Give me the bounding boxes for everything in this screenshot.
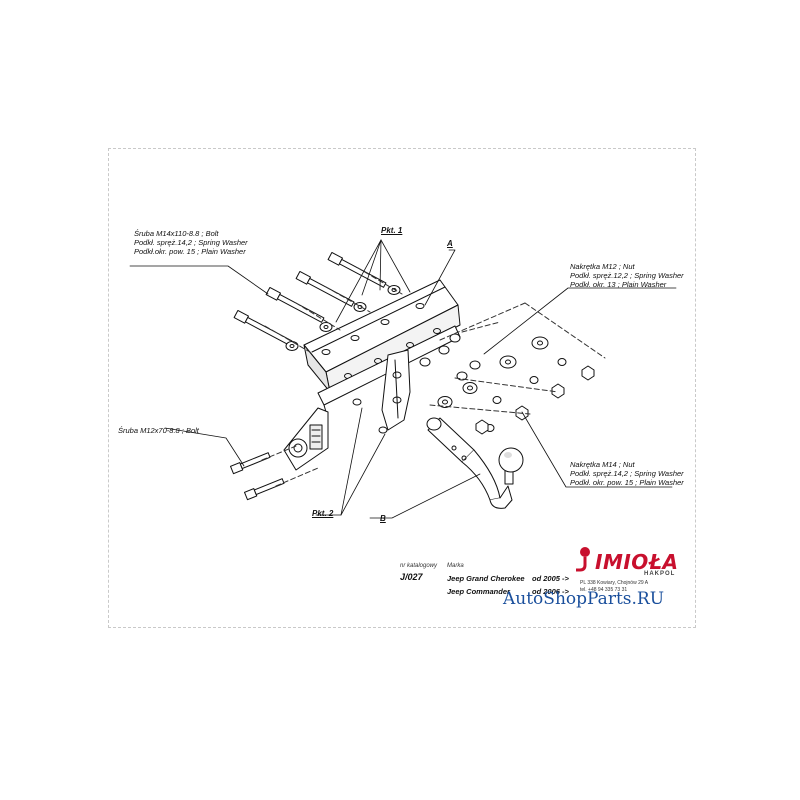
model-2: Jeep Commander (447, 587, 510, 596)
brand-logo: IMIOŁA (595, 550, 679, 574)
callout-bolt-m12: Śruba M12x70-8.8 ; Bolt (118, 426, 199, 435)
bracket-a (303, 279, 461, 393)
callout-nut-m12-line3: Podkł. okr. 13 ; Plain Washer (570, 280, 667, 289)
callout-nut-m12-line1: Nakrętka M12 ; Nut (570, 262, 635, 271)
callout-nut-m14-line2: Podkł. spręż.14,2 ; Spring Washer (570, 469, 684, 478)
washers-pkt2 (352, 398, 388, 434)
tag-a: A (447, 239, 453, 248)
tag-pkt2: Pkt. 2 (312, 509, 334, 518)
hitch-logo-icon (576, 547, 590, 572)
callout-nut-m14: Nakrętka M14 ; Nut Podkł. spręż.14,2 ; S… (570, 460, 684, 487)
model-1-from: od 2005 -> (532, 574, 569, 583)
model-1: Jeep Grand Cherokee (447, 574, 525, 583)
callout-bolt-m14-line3: Podkł.okr. pow. 15 ; Plain Washer (134, 247, 246, 256)
assembly-dashed-lines (261, 267, 606, 487)
support-plate (381, 349, 411, 431)
callout-bolt-m14: Śruba M14x110-8.8 ; Bolt Podkł. spręż.14… (134, 229, 248, 256)
brand-address: PL 338 Kowiary, Chojnów 29 A (580, 580, 649, 586)
catalog-number: J/027 (400, 572, 423, 582)
leader-lines (129, 239, 677, 519)
callout-nut-m12: Nakrętka M12 ; Nut Podkł. spręż.12,2 ; S… (570, 262, 684, 289)
callout-nut-m12-line2: Podkł. spręż.12,2 ; Spring Washer (570, 271, 684, 280)
drawing-sheet-border (108, 148, 696, 628)
catalog-number-label: nr katalogowy (400, 563, 438, 569)
watermark: AutoShopParts.RU (503, 589, 665, 609)
bolts-m12 (230, 452, 285, 501)
brand-phone: tel. +48 94 335 73 31 (580, 587, 628, 593)
nuts-m14 (437, 382, 529, 435)
callout-bolt-m14-line2: Podkł. spręż.14,2 ; Spring Washer (134, 238, 248, 247)
callout-bolt-m14-line1: Śruba M14x110-8.8 ; Bolt (134, 229, 219, 238)
callout-nut-m14-line3: Podkł. okr. pow. 15 ; Plain Washer (570, 478, 684, 487)
tag-b: B (380, 514, 386, 523)
ball-hitch-b (426, 417, 524, 509)
make-label: Marka (447, 563, 464, 569)
nuts-m12 (419, 333, 595, 399)
socket-plate (283, 407, 329, 471)
brand-sub: HAKPOL (644, 571, 676, 577)
tag-pkt1: Pkt. 1 (381, 226, 403, 235)
model-2-from: od 2006 -> (532, 587, 569, 596)
callout-nut-m14-line1: Nakrętka M14 ; Nut (570, 460, 635, 469)
